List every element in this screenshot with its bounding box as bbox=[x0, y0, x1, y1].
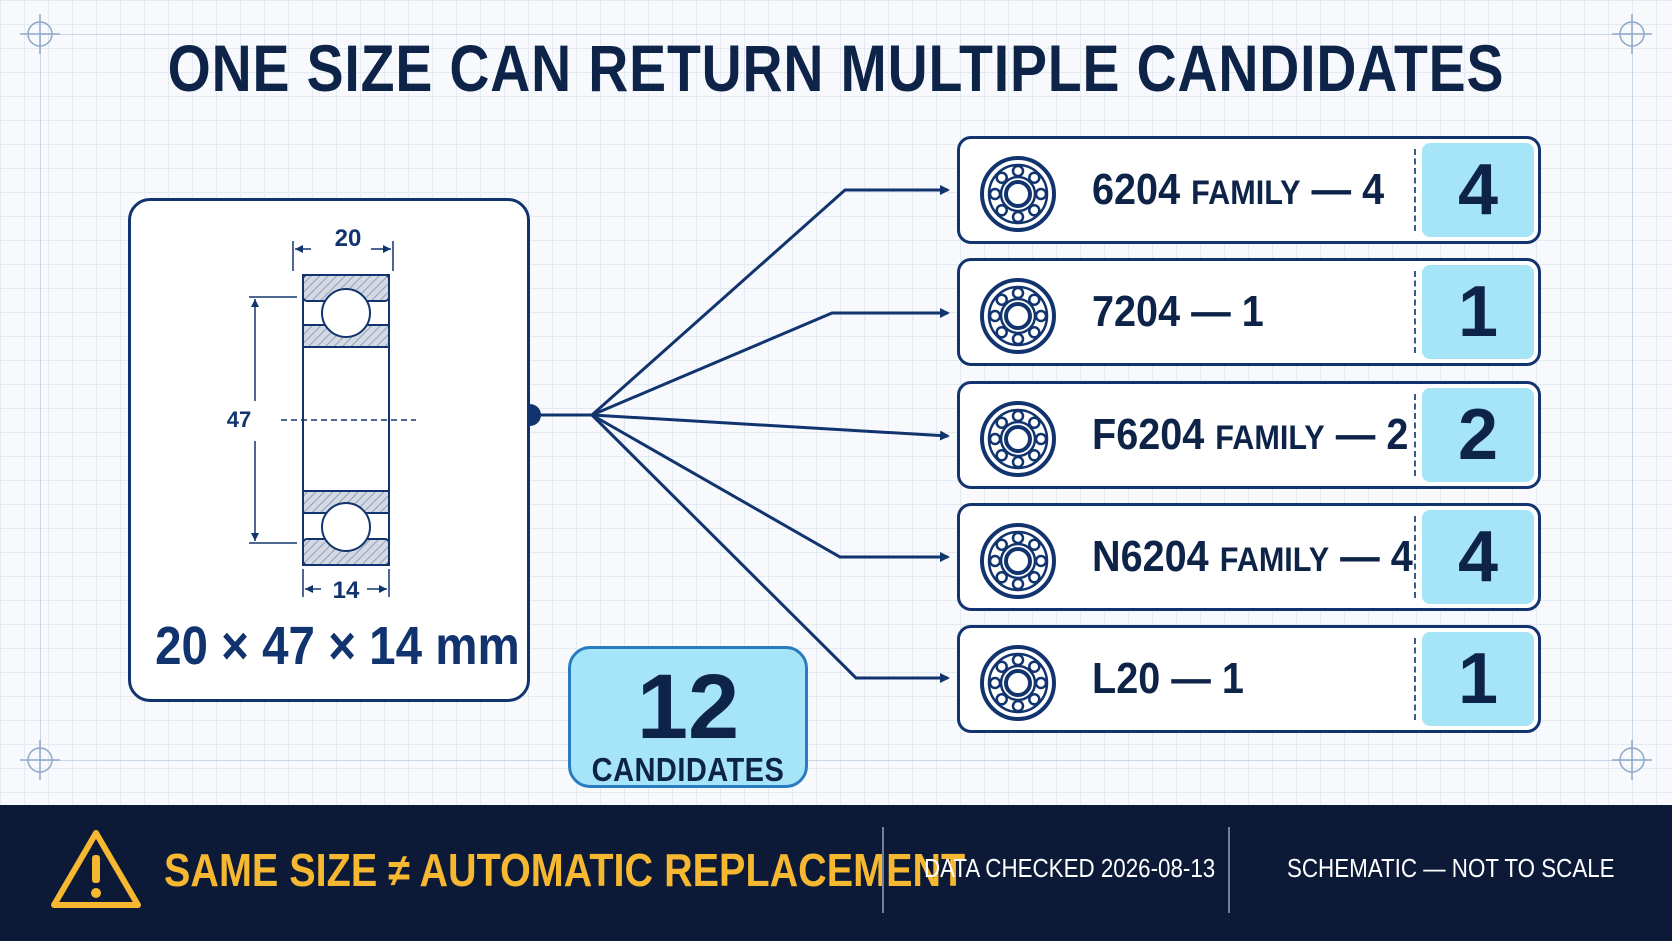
candidate-label: F6204 FAMILY — 2 bbox=[1092, 410, 1409, 459]
candidate-row-6204[interactable]: 6204 FAMILY — 4 4 bbox=[957, 136, 1541, 244]
connector-f6204 bbox=[591, 413, 950, 441]
candidate-row-l20[interactable]: L20 — 1 1 bbox=[957, 625, 1541, 733]
total-count: 12 bbox=[636, 656, 740, 758]
connector-6204 bbox=[591, 185, 950, 417]
candidate-label: 7204 — 1 bbox=[1092, 287, 1264, 336]
bore-dimension-label: 20 bbox=[334, 225, 362, 252]
connector-n6204 bbox=[591, 413, 950, 562]
warning-triangle-icon bbox=[51, 830, 141, 908]
candidate-count: 4 bbox=[1422, 510, 1534, 604]
frame-line-right bbox=[1632, 34, 1633, 760]
candidate-row-n6204[interactable]: N6204 FAMILY — 4 4 bbox=[957, 503, 1541, 611]
frame-line-top bbox=[40, 34, 1632, 35]
query-size-label: 20 × 47 × 14 mm bbox=[155, 616, 520, 676]
width-dimension-label: 14 bbox=[332, 577, 360, 604]
candidate-row-7204[interactable]: 7204 — 1 1 bbox=[957, 258, 1541, 366]
total-label: CANDIDATES bbox=[591, 751, 785, 788]
connector-7204 bbox=[591, 308, 950, 417]
row-divider bbox=[1414, 394, 1416, 476]
ball-bearing-icon bbox=[980, 278, 1056, 354]
ball-bearing-icon bbox=[980, 401, 1056, 477]
candidate-count: 4 bbox=[1422, 143, 1534, 237]
crosshair-icon bbox=[1612, 740, 1652, 780]
candidate-count: 1 bbox=[1422, 265, 1534, 359]
ball-bearing-icon bbox=[980, 645, 1056, 721]
crosshair-icon bbox=[20, 740, 60, 780]
schematic-note: SCHEMATIC — NOT TO SCALE bbox=[1287, 853, 1615, 883]
connector-l20 bbox=[590, 413, 950, 683]
frame-line-bottom bbox=[40, 760, 1632, 761]
ball-bearing-icon bbox=[980, 523, 1056, 599]
crosshair-icon bbox=[20, 14, 60, 54]
candidate-row-f6204[interactable]: F6204 FAMILY — 2 2 bbox=[957, 381, 1541, 489]
candidate-label: N6204 FAMILY — 4 bbox=[1092, 532, 1413, 581]
warning-message: SAME SIZE ≠ AUTOMATIC REPLACEMENT bbox=[164, 844, 966, 896]
crosshair-icon bbox=[1612, 14, 1652, 54]
query-size-card: 20 47 14 20 × 47 × 14 mm bbox=[128, 198, 530, 702]
footer-divider bbox=[882, 827, 884, 913]
total-candidates-badge: 12 CANDIDATES bbox=[568, 646, 808, 788]
outer-diameter-dimension-label: 47 bbox=[226, 407, 252, 432]
footer-bar: SAME SIZE ≠ AUTOMATIC REPLACEMENT DATA C… bbox=[0, 805, 1672, 941]
candidate-count: 2 bbox=[1422, 388, 1534, 482]
candidate-count: 1 bbox=[1422, 632, 1534, 726]
candidate-label: 6204 FAMILY — 4 bbox=[1092, 165, 1385, 214]
row-divider bbox=[1414, 149, 1416, 231]
row-divider bbox=[1414, 271, 1416, 353]
ball-bearing-icon bbox=[980, 156, 1056, 232]
frame-line-left bbox=[40, 34, 41, 760]
page-title: ONE SIZE CAN RETURN MULTIPLE CANDIDATES bbox=[167, 31, 1505, 105]
row-divider bbox=[1414, 516, 1416, 598]
data-checked-note: DATA CHECKED 2026-08-13 bbox=[924, 853, 1216, 883]
footer-divider bbox=[1228, 827, 1230, 913]
bearing-cross-section-drawing bbox=[249, 241, 416, 597]
candidate-label: L20 — 1 bbox=[1092, 654, 1244, 703]
row-divider bbox=[1414, 638, 1416, 720]
